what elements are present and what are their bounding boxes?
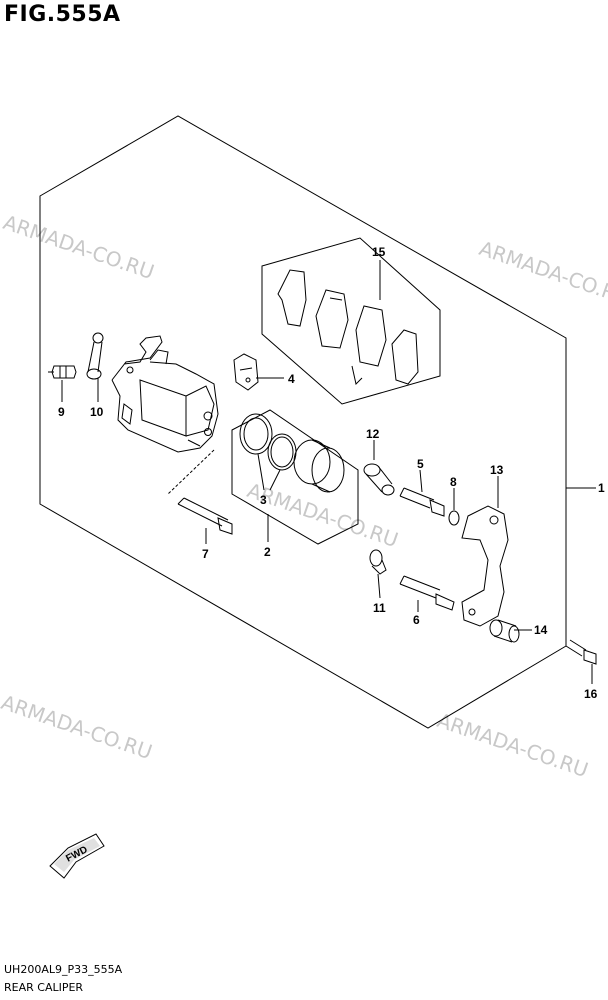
- callout-2: 2: [264, 545, 271, 559]
- bleeder-screw-9: [48, 365, 77, 379]
- callout-13: 13: [490, 463, 504, 477]
- bracket-13: [461, 505, 509, 627]
- bushing-12: [363, 463, 395, 496]
- callout-11: 11: [373, 601, 386, 615]
- callout-9: 9: [58, 405, 65, 419]
- pad-kit-box: [261, 237, 441, 405]
- washer-8: [448, 510, 460, 526]
- leader-11: [377, 573, 381, 599]
- callout-10: 10: [90, 405, 104, 419]
- piston-seals-3: [239, 413, 297, 471]
- callout-3: 3: [260, 493, 267, 507]
- sleeve-14: [489, 619, 520, 643]
- bolt-16: [565, 639, 597, 665]
- shim-4: [233, 353, 259, 391]
- bolt-5: [399, 487, 445, 517]
- callout-4: 4: [288, 372, 295, 386]
- piston-seal-box: [231, 409, 359, 545]
- callout-12: 12: [366, 427, 380, 441]
- callout-16: 16: [584, 687, 598, 701]
- callout-1: 1: [598, 481, 605, 495]
- slide-pin-7: [177, 497, 233, 535]
- boot-11: [369, 549, 387, 575]
- callout-14: 14: [534, 623, 548, 637]
- pad-set: [277, 269, 419, 385]
- callout-15: 15: [372, 245, 386, 259]
- callout-6: 6: [413, 613, 420, 627]
- caliper-pin-leader: [167, 449, 215, 495]
- assembly-frame: [39, 115, 567, 729]
- callout-7: 7: [202, 547, 209, 561]
- pin-6: [399, 575, 455, 611]
- figure-name: REAR CALIPER: [4, 981, 84, 994]
- leader-3: [257, 453, 281, 491]
- figure-title: FIG.555A: [4, 2, 121, 27]
- callout-8: 8: [450, 475, 457, 489]
- bleeder-cap-10: [86, 332, 104, 380]
- callout-5: 5: [417, 457, 424, 471]
- caliper-body: [111, 335, 219, 453]
- piston: [293, 439, 345, 493]
- figure-code: UH200AL9_P33_555A: [4, 963, 123, 976]
- fwd-arrow-icon: [49, 833, 105, 879]
- leader-5: [419, 469, 423, 493]
